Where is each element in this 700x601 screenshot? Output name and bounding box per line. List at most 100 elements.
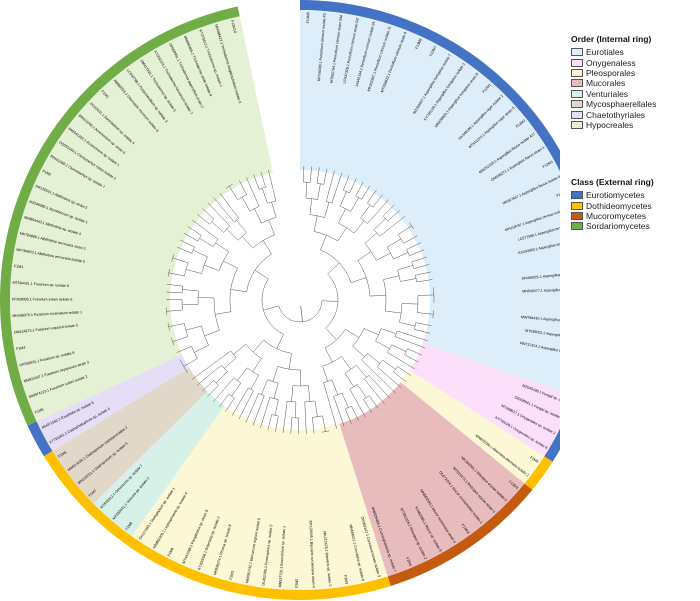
internal-branch <box>360 204 371 219</box>
internal-branch <box>237 367 248 381</box>
internal-branch <box>387 352 402 361</box>
internal-branch <box>372 194 383 208</box>
tip-branch <box>374 391 385 405</box>
clade-arc <box>398 234 404 244</box>
taxon-label: F1M4 <box>16 346 26 352</box>
internal-branch <box>393 371 407 382</box>
clade-arc <box>271 414 279 417</box>
internal-branch <box>324 347 333 363</box>
internal-branch <box>322 366 329 382</box>
internal-branch <box>322 415 326 432</box>
taxon-label: F2M5 <box>529 455 539 463</box>
taxon-label: KF828005.1 Fusarium solani isolate 6 <box>12 297 72 301</box>
clade-arc <box>322 356 342 367</box>
internal-branch <box>204 330 220 337</box>
clade-arc <box>355 195 362 200</box>
internal-branch <box>252 339 265 353</box>
internal-branch <box>254 270 269 280</box>
clade-arc <box>263 339 292 354</box>
clade-arc <box>364 375 370 380</box>
internal-branch <box>367 211 379 224</box>
internal-branch <box>305 182 308 199</box>
internal-branch <box>417 312 434 315</box>
clade-arc <box>399 303 403 323</box>
internal-branch <box>183 358 198 367</box>
clade-arc <box>201 325 209 346</box>
taxon-label: MT126695.1 Bipolaris sorokiniana strain … <box>308 521 315 588</box>
internal-branch <box>268 219 275 235</box>
clade-arc <box>340 206 351 212</box>
internal-branch <box>252 191 260 207</box>
internal-branch <box>168 323 185 327</box>
internal-branch <box>397 366 411 376</box>
clade-arc <box>212 239 219 247</box>
internal-branch <box>397 330 413 337</box>
internal-branch <box>253 174 260 190</box>
internal-branch <box>166 284 183 287</box>
internal-branch <box>226 228 239 241</box>
internal-branch <box>324 202 330 218</box>
internal-branch <box>208 364 222 376</box>
internal-branch <box>351 406 359 421</box>
clade-arc <box>234 218 239 223</box>
internal-branch <box>204 264 220 271</box>
order-legend-label: Venturiales <box>586 88 629 99</box>
class-legend-swatch <box>571 201 583 210</box>
internal-branch <box>400 278 417 282</box>
internal-branch <box>353 220 365 234</box>
internal-branch <box>199 237 214 247</box>
taxon-label: F12M3 <box>542 160 554 169</box>
internal-branch <box>252 393 260 409</box>
internal-branch <box>233 344 246 355</box>
order-ring-segment <box>93 391 225 537</box>
class-legend-item: Mucoromycetes <box>571 211 698 221</box>
internal-branch <box>317 183 321 200</box>
order-legend-item: Hypocreales <box>571 120 698 130</box>
internal-branch <box>290 417 293 434</box>
internal-branch <box>361 359 374 372</box>
internal-branch <box>368 395 379 409</box>
internal-branch <box>331 379 339 395</box>
internal-branch <box>316 167 320 184</box>
internal-branch <box>376 252 391 261</box>
clade-arc <box>345 364 357 374</box>
internal-branch <box>262 240 272 255</box>
internal-branch <box>403 235 418 244</box>
clade-arc <box>432 310 434 319</box>
internal-branch <box>417 294 434 296</box>
internal-branch <box>182 289 199 292</box>
clade-arc <box>287 400 296 403</box>
internal-branch <box>364 232 378 244</box>
clade-arc <box>267 379 279 384</box>
tip-branch <box>219 192 230 206</box>
class-legend-label: Eurotiomycetes <box>586 190 645 201</box>
internal-branch <box>192 249 208 258</box>
internal-branch <box>327 262 340 275</box>
internal-branch <box>376 366 390 378</box>
internal-branch <box>393 252 409 260</box>
clade-arc <box>218 251 229 271</box>
class-legend-label: Sordariomycetes <box>586 221 650 232</box>
clade-arc <box>394 330 398 337</box>
clade-arc <box>245 344 262 359</box>
taxon-label: F1M1 <box>100 90 109 99</box>
internal-branch <box>333 396 340 412</box>
internal-branch <box>180 239 195 248</box>
internal-branch <box>276 334 284 349</box>
tip-branch <box>305 417 307 434</box>
tip-branch <box>260 412 266 429</box>
tip-branch <box>389 377 402 388</box>
internal-branch <box>313 215 318 232</box>
taxon-label: F2M2 <box>295 579 299 588</box>
internal-branch <box>239 180 247 195</box>
internal-branch <box>357 384 367 398</box>
clade-arc <box>349 384 358 390</box>
order-legend-label: Chaetothyriales <box>586 109 646 120</box>
class-legend-swatch <box>571 222 583 231</box>
clade-arc <box>338 222 355 234</box>
internal-branch <box>224 357 237 369</box>
order-legend-item: Mycosphaerellales <box>571 99 698 109</box>
taxon-label: F2M3 <box>343 575 348 585</box>
tip-branch <box>372 370 397 394</box>
